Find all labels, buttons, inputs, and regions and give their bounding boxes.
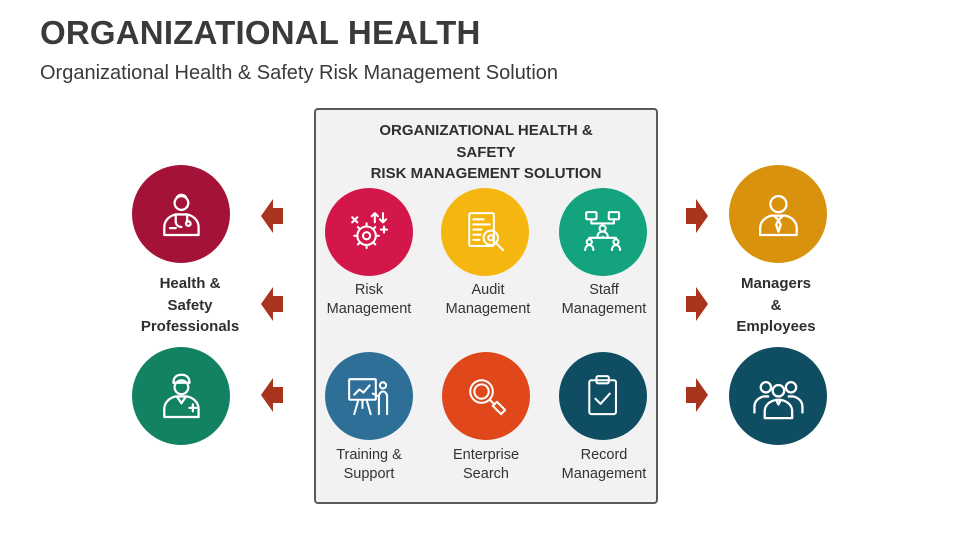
health-safety-professionals-label: Health & Safety Professionals xyxy=(140,275,240,335)
businessman-icon xyxy=(758,194,798,236)
nurse-icon xyxy=(162,373,200,418)
risk-management-circle xyxy=(325,188,413,276)
panel-title-line-1: ORGANIZATIONAL HEALTH & xyxy=(379,122,593,139)
staff-management-label: Staff Management xyxy=(561,282,647,317)
page-title: ORGANIZATIONAL HEALTH xyxy=(40,14,481,51)
right-arrow-bottom xyxy=(686,378,708,412)
team-icon xyxy=(752,380,804,419)
risk-management-label: Risk Management xyxy=(326,282,412,317)
page-subtitle: Organizational Health & Safety Risk Mana… xyxy=(40,62,559,84)
audit-document-icon xyxy=(468,212,505,252)
magnifier-icon xyxy=(469,379,507,416)
training-support-circle xyxy=(325,352,413,440)
managers-employees-label: Managers & Employees xyxy=(736,275,816,335)
left-arrow-top xyxy=(261,199,283,233)
gear-arrows-icon xyxy=(351,212,389,250)
safety-professional-circle xyxy=(132,347,230,445)
panel-title: ORGANIZATIONAL HEALTH & SAFETY RISK MANA… xyxy=(314,120,658,185)
org-chart-icon xyxy=(584,211,622,252)
enterprise-search-label: Enterprise Search xyxy=(452,447,520,482)
training-support-label: Training & Support xyxy=(336,447,402,482)
record-management-circle xyxy=(559,352,647,440)
left-arrow-bottom xyxy=(261,378,283,412)
doctor-stethoscope-icon xyxy=(162,193,200,236)
staff-management-circle xyxy=(559,188,647,276)
left-arrow-middle xyxy=(261,287,283,321)
enterprise-search-circle xyxy=(442,352,530,440)
health-professional-circle xyxy=(132,165,230,263)
panel-title-line-2: SAFETY xyxy=(456,143,516,161)
manager-circle xyxy=(729,165,827,263)
record-management-label: Record Management xyxy=(561,447,647,482)
audit-management-circle xyxy=(441,188,529,276)
presentation-icon xyxy=(348,378,389,416)
right-arrow-middle xyxy=(686,287,708,321)
employees-circle xyxy=(729,347,827,445)
audit-management-label: Audit Management xyxy=(445,282,531,317)
right-arrow-top xyxy=(686,199,708,233)
clipboard-check-icon xyxy=(588,375,618,416)
panel-title-line-3: RISK MANAGEMENT SOLUTION xyxy=(370,165,602,182)
